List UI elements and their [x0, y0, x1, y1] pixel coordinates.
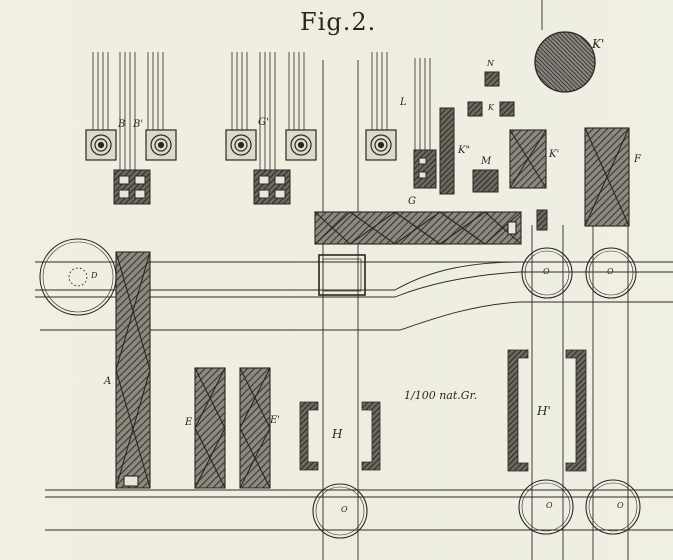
wheel-O-5: [585, 479, 641, 535]
disc-K-prime: [534, 31, 596, 93]
four-hole-blocks: [113, 149, 437, 205]
figure-title: Fig.2.: [300, 8, 377, 36]
column-E-prime: [239, 367, 271, 489]
brackets-H: [299, 349, 587, 472]
label-F: F: [634, 154, 641, 165]
bobbin-B: [85, 129, 117, 161]
label-E: E: [185, 417, 193, 428]
part-small-right: [536, 209, 548, 231]
label-D: D: [91, 271, 98, 280]
crossed-boxes: [509, 127, 630, 227]
bracket-H-left: [299, 401, 319, 471]
bracket-H-prime-right: [565, 349, 587, 472]
part-N: [484, 71, 500, 87]
wheel-O-2: [585, 247, 637, 299]
label-E-prime: E': [270, 415, 281, 426]
box-F: [584, 127, 630, 227]
label-L: L: [400, 97, 407, 108]
label-H: H: [332, 427, 343, 441]
bracket-H-prime-left: [507, 349, 529, 472]
label-M: M: [481, 156, 492, 167]
block-middle: [253, 169, 291, 205]
bobbins: [85, 129, 397, 161]
block-L-small: [413, 149, 437, 189]
thread-lines-middle: [231, 52, 305, 170]
label-O-5: O: [617, 501, 624, 510]
bobbin-B-prime: [145, 129, 177, 161]
label-H-prime: H': [537, 404, 551, 418]
columns-E: [194, 367, 271, 489]
thread-lines-right: [371, 52, 431, 150]
bracket-H-right: [361, 401, 381, 471]
box-K-prime: [509, 129, 547, 189]
block-left: [113, 169, 151, 205]
column-A: [115, 251, 151, 489]
column-E: [194, 367, 226, 489]
label-K-prime-mid: K': [549, 149, 560, 160]
label-O-2: O: [607, 267, 614, 276]
bar-G: [314, 211, 522, 245]
label-G-prime: G': [258, 117, 269, 128]
scale-note: 1/100 nat.Gr.: [404, 389, 478, 402]
part-K-left: [467, 101, 483, 117]
vertical-guide-lines: [322, 0, 629, 560]
wheel-O-4: [518, 479, 574, 535]
label-N: N: [487, 59, 494, 68]
label-B-prime: B': [133, 119, 144, 130]
bobbin-G-right: [285, 129, 317, 161]
bobbin-G-left: [225, 129, 257, 161]
wheel-O-1: [521, 247, 573, 299]
label-K: K: [488, 103, 494, 112]
bobbin-L: [365, 129, 397, 161]
part-M: [472, 169, 499, 193]
frame-square: [318, 254, 366, 296]
label-O-3: O: [341, 505, 348, 514]
wheels: [39, 238, 641, 539]
label-O-1: O: [543, 267, 550, 276]
label-B: B: [118, 119, 126, 130]
part-K-right: [499, 101, 515, 117]
label-O-4: O: [546, 501, 553, 510]
small-parts: [439, 71, 548, 231]
wheel-O-3: [312, 483, 368, 539]
label-A: A: [104, 376, 112, 387]
label-K-prime-top: K': [592, 37, 605, 51]
part-K-double: [439, 107, 455, 195]
wheel-D: [39, 238, 117, 316]
label-K-double: K": [458, 145, 471, 156]
label-G: G: [408, 196, 416, 207]
thread-lines-left: [92, 52, 164, 170]
